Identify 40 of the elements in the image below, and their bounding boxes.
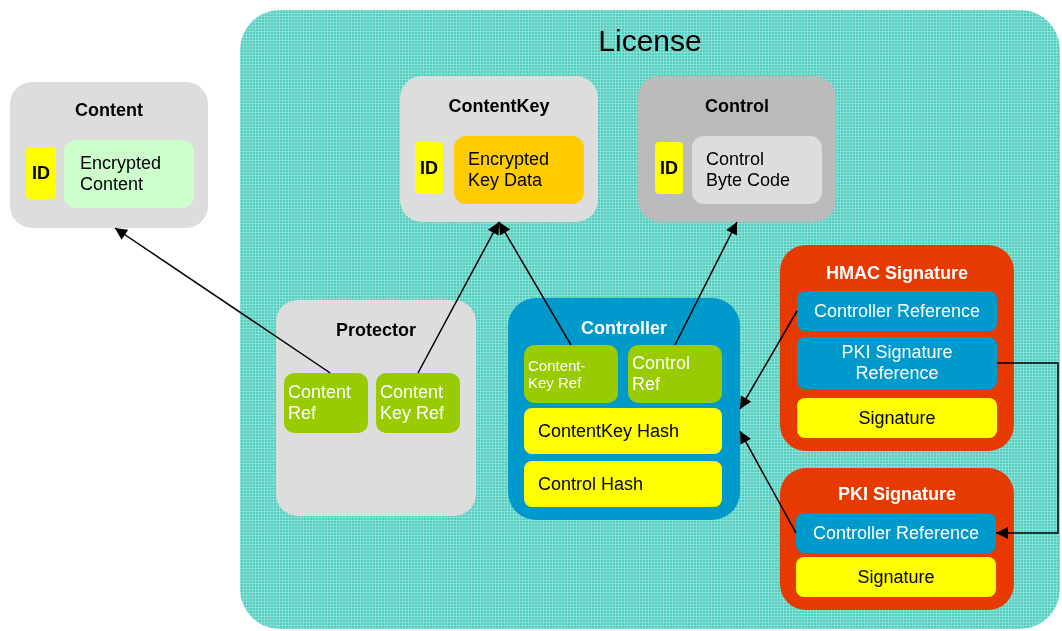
id-field: ID: [26, 147, 56, 199]
box-heading: PKI Signature: [837, 484, 957, 505]
arrow: [417, 221, 500, 374]
reference-field: Content Ref: [284, 373, 368, 433]
reference-field: Control Ref: [628, 345, 722, 403]
hash-field: Control Hash: [524, 461, 722, 507]
arrow: [498, 221, 572, 346]
data-field: Control Byte Code: [692, 136, 822, 204]
box-heading: Control: [704, 96, 770, 117]
license-panel: [240, 10, 1060, 629]
reference-field: Content Key Ref: [376, 373, 460, 433]
group-box: [400, 76, 598, 222]
signature-field: Signature: [797, 398, 997, 438]
data-field: Encrypted Content: [64, 140, 194, 208]
signature-field: Signature: [796, 557, 996, 597]
data-field: Encrypted Key Data: [454, 136, 584, 204]
box-heading: Controller: [580, 318, 668, 339]
group-box: [10, 82, 208, 228]
arrow: [739, 310, 798, 410]
group-box: [638, 76, 836, 222]
id-field: ID: [655, 142, 683, 194]
panel-title: License: [597, 24, 703, 58]
group-box: [508, 298, 740, 520]
arrow: [995, 362, 1059, 539]
hash-field: ContentKey Hash: [524, 408, 722, 454]
reference-field: Controller Reference: [797, 291, 997, 331]
group-box: [780, 468, 1014, 610]
box-heading: HMAC Signature: [825, 263, 969, 284]
reference-field: PKI Signature Reference: [797, 337, 997, 389]
arrow: [739, 430, 797, 534]
arrow: [674, 221, 738, 346]
group-box: [276, 300, 476, 516]
reference-field: Controller Reference: [796, 513, 996, 553]
id-field: ID: [415, 142, 443, 194]
group-box: [780, 245, 1014, 451]
box-heading: Content: [74, 100, 144, 121]
box-heading: Protector: [335, 320, 417, 341]
arrow: [114, 227, 331, 374]
box-heading: ContentKey: [447, 96, 551, 117]
reference-field: Content-Key Ref: [524, 345, 618, 403]
